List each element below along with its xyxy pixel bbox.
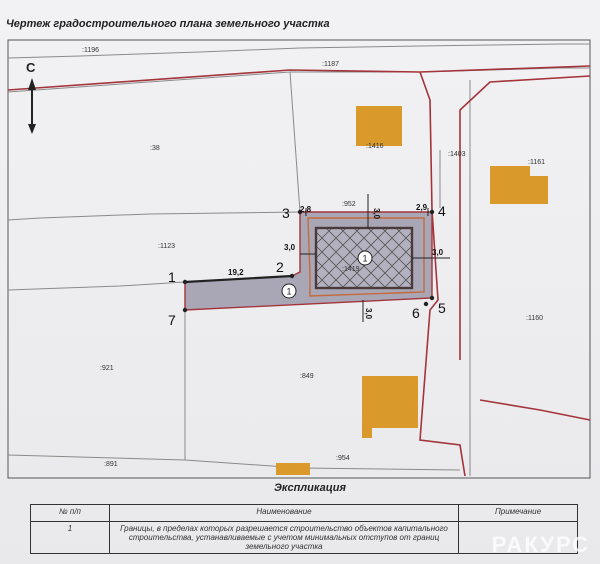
parcel-1161: :1161 bbox=[528, 159, 545, 166]
dimension-labels: 19,2 3,0 3,0 3,0 3,0 2,8 2,9 bbox=[228, 203, 444, 320]
table-row: 1 Границы, в пределах которых разрешаетс… bbox=[30, 521, 578, 554]
parcel-891: :891 bbox=[104, 461, 118, 468]
dim-2-8: 2,8 bbox=[300, 205, 312, 214]
header-note: Примечание bbox=[458, 504, 578, 522]
zone-marker2: 1 bbox=[286, 287, 291, 297]
parcel-1187: :1187 bbox=[322, 61, 339, 68]
point-2: 2 bbox=[276, 259, 284, 275]
building-849 bbox=[362, 376, 418, 438]
point-6: 6 bbox=[412, 305, 420, 321]
point-labels: 1 2 3 4 5 6 7 bbox=[168, 203, 446, 328]
point-3: 3 bbox=[282, 205, 290, 221]
parcel-1403: :1403 bbox=[448, 151, 466, 158]
dim-3-0-right: 3,0 bbox=[432, 248, 444, 257]
explication-header-row: № п/п Наименование Примечание bbox=[30, 504, 578, 522]
dim-19-2: 19,2 bbox=[228, 268, 244, 277]
boundary-lines bbox=[7, 65, 591, 477]
row-number: 1 bbox=[30, 521, 110, 554]
parcel-921: :921 bbox=[100, 365, 114, 372]
parcel-849: :849 bbox=[300, 373, 314, 380]
plan-title: Чертеж градостроительного плана земельно… bbox=[6, 18, 330, 30]
watermark: РАКУРС bbox=[491, 532, 590, 557]
parcel-1419: :1419 bbox=[342, 266, 360, 273]
parcel-38: :38 bbox=[150, 145, 160, 152]
dim-2-9: 2,9 bbox=[416, 203, 428, 212]
explication-title: Экспликация bbox=[273, 482, 346, 494]
header-name: Наименование bbox=[109, 504, 459, 522]
drawing-frame bbox=[7, 39, 591, 479]
explication-table: № п/п Наименование Примечание 1 Границы,… bbox=[30, 504, 578, 554]
segment-1-2 bbox=[184, 274, 293, 284]
zone-marker: 1 bbox=[362, 254, 367, 264]
row-note bbox=[458, 521, 578, 554]
row-name: Границы, в пределах которых разрешается … bbox=[109, 521, 459, 554]
dim-3-0-left: 3,0 bbox=[284, 243, 296, 252]
parcel-1160: :1160 bbox=[526, 315, 543, 322]
north-label: С bbox=[26, 60, 36, 75]
building-1416 bbox=[356, 106, 402, 146]
building-954 bbox=[276, 463, 310, 475]
north-arrow: С bbox=[26, 60, 36, 134]
dim-3-0-bottom: 3,0 bbox=[364, 308, 373, 320]
parcel-1196: :1196 bbox=[82, 47, 99, 54]
point-7: 7 bbox=[168, 312, 176, 328]
setback-line bbox=[307, 217, 425, 297]
parcel-952: :952 bbox=[342, 201, 356, 208]
point-4: 4 bbox=[438, 203, 446, 219]
parcel-1416: :1416 bbox=[366, 143, 384, 150]
zone-marker2-circle bbox=[281, 283, 297, 299]
point-markers bbox=[182, 209, 435, 313]
building-1161 bbox=[490, 166, 548, 204]
header-number: № п/п bbox=[30, 504, 110, 522]
point-5: 5 bbox=[438, 300, 446, 316]
zone-marker-circle bbox=[357, 250, 373, 266]
parcel-1123: :1123 bbox=[158, 243, 175, 250]
buildings bbox=[276, 106, 548, 475]
parcel-lines bbox=[7, 43, 590, 476]
parcel-954: :954 bbox=[336, 455, 350, 462]
parcel-labels: :1196 :1187 :38 :1416 :1403 :1161 :952 :… bbox=[82, 47, 545, 468]
dim-3-0-top: 3,0 bbox=[372, 208, 381, 220]
point-1: 1 bbox=[168, 269, 176, 285]
dimension-lines bbox=[300, 194, 450, 322]
